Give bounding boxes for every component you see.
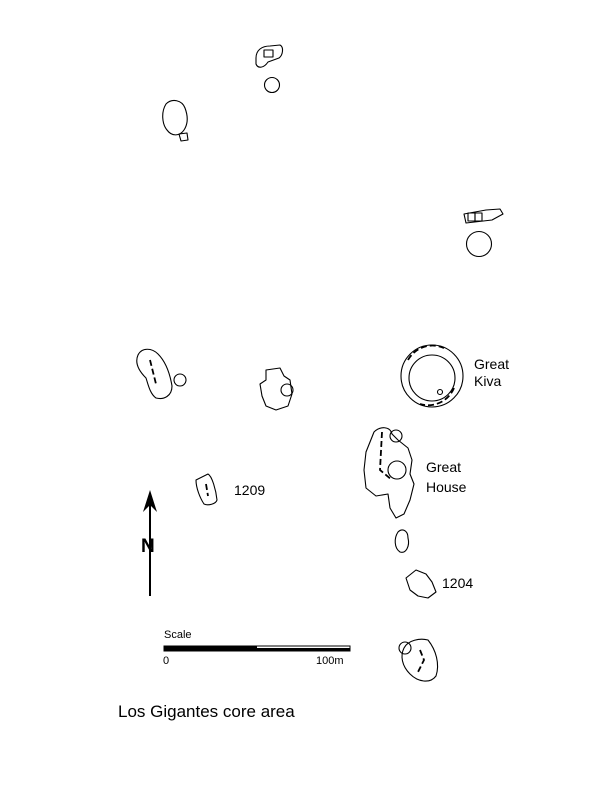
scale-bar [163,645,351,652]
great-house-label-line2: House [426,479,467,495]
structure-south-small [394,529,410,553]
structure-northwest [162,99,189,142]
site-1204 [405,569,437,599]
structure-central [259,367,294,411]
arrow-head-icon [143,490,157,512]
north-arrow [143,490,157,596]
site-1209-label: 1209 [234,482,265,498]
map-caption: Los Gigantes core area [118,702,295,721]
site-1209 [195,473,218,506]
scale-title: Scale [164,629,192,641]
great-kiva [400,344,464,408]
great-house-label-line1: Great [426,459,461,475]
structure-southeast [398,638,439,682]
scale-start: 0 [163,655,169,667]
scale-end: 100m [316,655,344,667]
great-kiva-label-line1: Great [474,356,509,372]
structure-northeast [463,208,504,258]
structure-west [136,348,187,400]
north-label: N [141,536,155,557]
great-kiva-label-line2: Kiva [474,373,501,389]
site-1204-label: 1204 [442,575,473,591]
structure-north [255,44,284,94]
great-house [363,427,415,519]
